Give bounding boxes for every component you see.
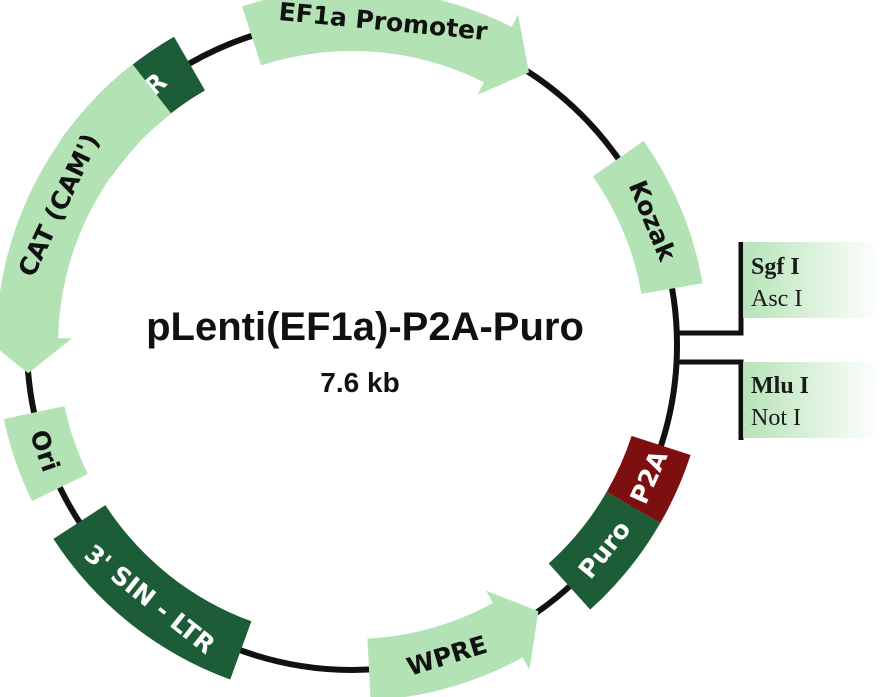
feature-cat-cam-shape — [0, 64, 171, 374]
feature-kozak: Kozak — [592, 140, 703, 294]
feature-ef1a-promoter-shape — [242, 0, 529, 95]
feature-ori: Ori — [3, 406, 88, 502]
site-1-primary: Sgf I — [751, 254, 800, 280]
feature-kozak-shape — [592, 140, 703, 294]
feature-ori-shape — [3, 406, 88, 502]
feature-3-sin-ltr: 3' SIN - LTR — [53, 505, 252, 680]
site-2-primary: Mlu I — [751, 373, 809, 399]
site-2-leader — [677, 359, 744, 440]
feature-ef1a-promoter: EF1a Promoter — [242, 0, 529, 95]
plasmid-name: pLenti(EF1a)-P2A-Puro — [146, 305, 584, 349]
site-1-secondary: Asc I — [751, 286, 802, 312]
feature-wpre-shape — [367, 590, 539, 697]
site-2-secondary: Not I — [751, 405, 801, 431]
site-1-box — [743, 242, 881, 318]
feature-3-sin-ltr-shape — [53, 505, 252, 680]
feature-wpre: WPRE — [367, 590, 539, 697]
cloning-site-lines — [677, 242, 744, 440]
feature-p2a-shape — [606, 435, 691, 523]
site-2-box — [743, 362, 881, 438]
feature-p2a: P2A — [606, 435, 691, 523]
plasmid-size: 7.6 kb — [320, 367, 399, 398]
feature-puro-shape — [548, 492, 661, 610]
